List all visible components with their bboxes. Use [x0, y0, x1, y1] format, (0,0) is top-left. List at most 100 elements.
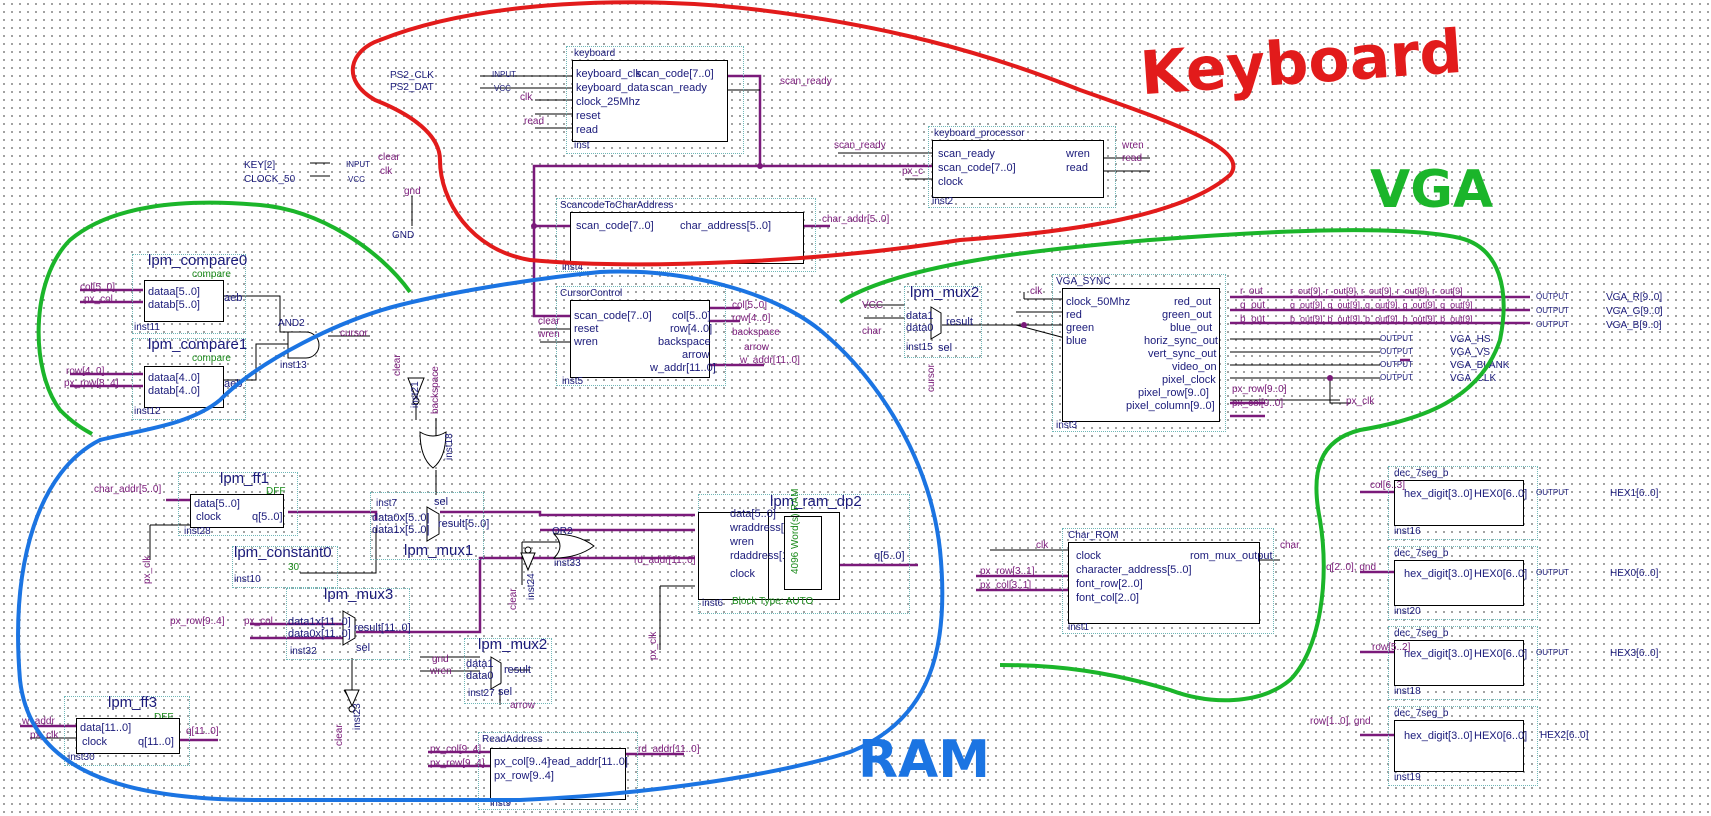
hex0-pin[interactable]: HEX0[6..0] [1610, 568, 1659, 579]
port-label: horiz_sync_out [1144, 335, 1218, 347]
hex2-pin[interactable]: HEX2[6..0] [1540, 730, 1589, 741]
not-gate-23[interactable] [342, 686, 362, 714]
vga-clk-pin[interactable]: VGA_CLK [1450, 373, 1497, 384]
port-label: w_addr[11..0] [650, 362, 716, 374]
ram-clock-wire [659, 585, 695, 650]
net-px-row: px_row[9..0] [1232, 384, 1287, 395]
port-label: red_out [1174, 296, 1212, 308]
block-halo [64, 696, 190, 766]
block-body [1062, 288, 1220, 422]
mux2-bottom-wires [420, 656, 530, 705]
port-label: wren [574, 336, 598, 348]
block-halo [1062, 528, 1274, 634]
ps2-dat-pin[interactable]: PS2_DAT [390, 82, 434, 93]
block-halo [478, 732, 638, 810]
block-title: lpm_constant0 [234, 544, 332, 561]
output-marker: OUTPUT [1536, 320, 1569, 329]
block-title: dec_7seg_b [1394, 468, 1449, 479]
net-arrow: arrow [510, 700, 536, 711]
char-rom-input-wires [976, 574, 1068, 592]
port-label: data0x[5..0] [372, 512, 430, 524]
port-label: scan_ready [938, 148, 995, 160]
net-cursor: cursor [340, 328, 368, 339]
net-r-bus: r_out[9], r_out[9], r_out[9], r_out[9], … [1290, 286, 1463, 296]
vga-blank-pin[interactable]: VGA_BLANK [1450, 360, 1510, 371]
not-gate-24[interactable] [518, 546, 538, 574]
net-wren: wren [538, 329, 560, 340]
block-body [932, 140, 1104, 198]
block-title: lpm_ram_dp2 [770, 493, 862, 510]
hex1-pin[interactable]: HEX1[6..0] [1610, 488, 1659, 499]
hex-input-buses [1360, 490, 1398, 737]
block-body [1394, 720, 1524, 772]
instance-label: inst9 [490, 798, 512, 809]
block-body [1394, 480, 1524, 526]
instance-label: inst7 [376, 498, 398, 509]
vcc-marker: VCC [348, 175, 365, 184]
port-label: green [1066, 322, 1095, 334]
key2-pin[interactable]: KEY[2] [244, 160, 276, 171]
ps2-clk-pin[interactable]: PS2_CLK [390, 70, 434, 81]
vga-vs-pin[interactable]: VGA_VS [1450, 347, 1491, 358]
port-label: dataa[4..0] [148, 372, 200, 384]
hex3-pin[interactable]: HEX3[6..0] [1610, 648, 1659, 659]
port-label: HEX0[6..0] [1474, 488, 1528, 500]
instance-label: inst28 [184, 526, 211, 537]
ram-inner [784, 516, 822, 590]
port-label: scan_code[7..0] [938, 162, 1016, 174]
or-gate-symbol [552, 533, 595, 559]
net-read: read [524, 116, 545, 127]
vga-hs-pin[interactable]: VGA_HS [1450, 334, 1491, 345]
net-b-out: b_out [1240, 314, 1266, 325]
port-label: reset [576, 110, 601, 122]
sel-label: sel [356, 642, 371, 654]
net-vcc: VCC [862, 300, 884, 311]
instance-label: inst11 [134, 322, 160, 333]
mux-symbol [342, 610, 356, 646]
net-px-col: px_col [84, 294, 113, 305]
gnd-symbol: GND [392, 230, 415, 241]
not-gate-21[interactable] [404, 376, 428, 406]
port-label: data1 [906, 310, 934, 322]
net-px-row: px_row[3..1] [980, 566, 1035, 577]
output-marker: OUTPUT [1536, 488, 1569, 497]
vga-g-pin[interactable]: VGA_G[9..0] [1606, 306, 1663, 317]
net-read: read [1122, 153, 1143, 164]
port-label: HEX0[6..0] [1474, 730, 1528, 742]
input-marker: INPUT [346, 160, 370, 169]
port-label: scan_code[7..0] [574, 310, 652, 322]
block-title: lpm_ff3 [108, 694, 157, 711]
net-px-row: px_row[8..4] [64, 378, 119, 389]
port-label: clock [1076, 550, 1102, 562]
block-body [1068, 542, 1260, 624]
instance-label: inst15 [906, 342, 933, 353]
port-label: vert_sync_out [1148, 348, 1217, 360]
vga-region-outline [838, 228, 1506, 703]
port-label: green_out [1162, 309, 1212, 321]
block-title: lpm_mux3 [324, 586, 394, 603]
output-marker: OUTPUT [1380, 360, 1413, 369]
clock50-pin[interactable]: CLOCK_50 [244, 174, 296, 185]
instance-label: inst16 [1394, 526, 1421, 537]
net-clk: clk [380, 166, 393, 177]
block-halo [928, 126, 1116, 208]
or-gate-vertical[interactable] [418, 430, 448, 470]
cursor-output-wires [708, 306, 764, 367]
vga-b-pin[interactable]: VGA_B[9..0] [1606, 320, 1662, 331]
port-label: px_col[9..4] [494, 756, 551, 768]
net-rd-addr: rd_addr[11..0] [634, 555, 696, 566]
block-title: dec_7seg_b [1394, 628, 1449, 639]
block-body [572, 60, 728, 142]
port-label: hex_digit[3..0] [1404, 568, 1473, 580]
mux-symbol [490, 656, 502, 690]
vga-r-pin[interactable]: VGA_R[9..0] [1606, 292, 1663, 303]
net-scan-ready: scan_ready [780, 76, 832, 87]
port-label: q[11..0] [138, 736, 174, 748]
port-label: wren [730, 536, 754, 548]
output-marker: OUTPUT [1380, 373, 1413, 382]
block-halo [132, 254, 246, 334]
block-title: ReadAddress [482, 734, 543, 745]
port-label: char_address[5..0] [680, 220, 772, 232]
port-label: hex_digit[3..0] [1404, 730, 1473, 742]
instance-label: inst19 [1394, 772, 1421, 783]
